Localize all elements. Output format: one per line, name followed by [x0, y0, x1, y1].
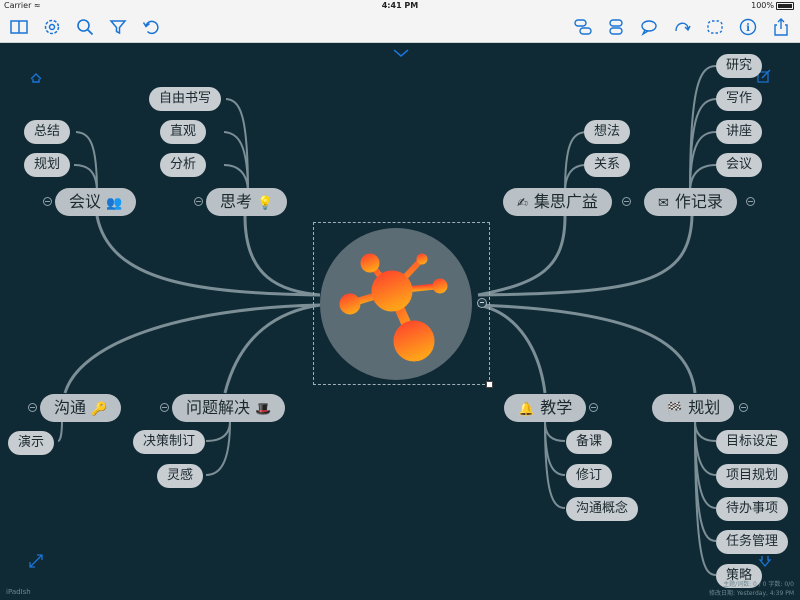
toolbar: i: [0, 12, 800, 43]
subtopic[interactable]: 备课: [566, 430, 613, 454]
up-arrow-icon[interactable]: [28, 70, 44, 86]
subtopic[interactable]: 会议: [716, 153, 763, 177]
subtopic[interactable]: 自由书写: [149, 87, 222, 111]
subtopic[interactable]: 项目规划: [716, 464, 789, 488]
collapse-toggle-sikao[interactable]: [194, 197, 203, 206]
hat-icon: 🎩: [255, 402, 272, 417]
key-icon: 🔑: [91, 402, 108, 417]
footer-modified-line: 修改日期: Yesterday, 4:39 PM: [708, 590, 794, 597]
battery-indicator: 100%: [751, 1, 794, 10]
flag-icon: 🏁: [666, 402, 683, 417]
topic-label: 会议: [69, 192, 102, 211]
undo-icon[interactable]: [140, 16, 162, 38]
footer-stats-line: 主题/词数: 0 / 0 字数: 0/0: [723, 581, 794, 588]
central-topic-logo: [339, 253, 448, 362]
collapse-toggle-zuojilu[interactable]: [746, 197, 755, 206]
subtopic[interactable]: 演示: [8, 431, 55, 455]
subtopic[interactable]: 修订: [566, 464, 613, 488]
carrier-label: Carrier ≈: [4, 1, 41, 10]
status-time: 4:41 PM: [381, 1, 419, 10]
chevron-down-icon[interactable]: [392, 48, 410, 58]
subtopic[interactable]: 灵感: [157, 464, 204, 488]
collapse-toggle-guihua[interactable]: [739, 403, 748, 412]
svg-text:i: i: [746, 23, 750, 34]
edit-icon[interactable]: [756, 68, 772, 84]
connector-lines: [57, 65, 717, 576]
subtopic[interactable]: 研究: [716, 54, 763, 78]
subtopic[interactable]: 写作: [716, 87, 763, 111]
central-topic-selection[interactable]: [313, 222, 490, 385]
share-icon[interactable]: [770, 16, 792, 38]
subtopic-icon[interactable]: [605, 16, 627, 38]
topic-sikao[interactable]: 思考 💡: [206, 188, 288, 216]
collapse-toggle-huiyi[interactable]: [43, 197, 52, 206]
topic-goutong[interactable]: 沟通 🔑: [40, 394, 122, 422]
collapse-toggle-goutong[interactable]: [28, 403, 37, 412]
resize-handle[interactable]: [486, 381, 493, 388]
topic-label: 作记录: [674, 192, 723, 211]
topic-label: 教学: [540, 398, 573, 417]
filter-icon[interactable]: [107, 16, 129, 38]
footer-left-label: iPadIsh: [6, 588, 31, 596]
bell-icon: 🔔: [518, 402, 535, 417]
topic-label: 集思广益: [533, 192, 598, 211]
topic-label: 沟通: [54, 398, 87, 417]
topic-zuojilu[interactable]: ✉ 作记录: [644, 188, 737, 216]
topic-jiaoxue[interactable]: 🔔 教学: [504, 394, 587, 422]
collapse-toggle-jiaoxue[interactable]: [589, 403, 598, 412]
topic-label: 规划: [688, 398, 721, 417]
center-collapse-toggle[interactable]: [477, 298, 487, 308]
subtopic[interactable]: 目标设定: [716, 430, 789, 454]
battery-icon: [776, 1, 794, 10]
search-icon[interactable]: [74, 16, 96, 38]
relationship-icon[interactable]: [671, 16, 693, 38]
topic-label: 思考: [220, 192, 253, 211]
boundary-icon[interactable]: [704, 16, 726, 38]
topic-wenti[interactable]: 问题解决 🎩: [172, 394, 286, 422]
down-arrow-icon[interactable]: [757, 553, 773, 569]
topic-jisi[interactable]: ✍ 集思广益: [503, 188, 612, 216]
envelope-icon: ✉: [658, 196, 669, 211]
topic-guihua[interactable]: 🏁 规划: [652, 394, 735, 422]
subtopic[interactable]: 规划: [24, 153, 71, 177]
topic-label: 问题解决: [186, 398, 251, 417]
pen-icon: ✍: [517, 196, 528, 211]
subtopic[interactable]: 关系: [584, 153, 631, 177]
subtopic[interactable]: 想法: [584, 120, 631, 144]
lightbulb-icon: 💡: [257, 196, 274, 211]
subtopic[interactable]: 策略: [716, 564, 763, 588]
subtopic[interactable]: 分析: [160, 153, 207, 177]
status-bar: Carrier ≈ 4:41 PM 100%: [0, 0, 800, 12]
collapse-toggle-jisi[interactable]: [622, 197, 631, 206]
subtopic[interactable]: 直观: [160, 120, 207, 144]
info-icon[interactable]: i: [737, 16, 759, 38]
footer-stats: 主题/词数: 0 / 0 字数: 0/0 修改日期: Yesterday, 4:…: [709, 580, 794, 598]
subtopic[interactable]: 沟通概念: [566, 497, 639, 521]
topic-huiyi[interactable]: 会议 👥: [55, 188, 137, 216]
fullscreen-icon[interactable]: [28, 553, 44, 569]
book-icon[interactable]: [8, 16, 30, 38]
people-icon: 👥: [106, 196, 123, 211]
topic-icon[interactable]: [572, 16, 594, 38]
gear-icon[interactable]: [41, 16, 63, 38]
collapse-toggle-wenti[interactable]: [160, 403, 169, 412]
subtopic[interactable]: 讲座: [716, 120, 763, 144]
subtopic[interactable]: 决策制订: [133, 430, 206, 454]
subtopic[interactable]: 任务管理: [716, 530, 789, 554]
mindmap-canvas[interactable]: 会议 👥 总结 规划 思考 💡 自由书写 直观 分析 ✍ 集思广益 想法 关系 ✉ 作记…: [0, 43, 800, 600]
subtopic[interactable]: 总结: [24, 120, 71, 144]
subtopic[interactable]: 待办事项: [716, 497, 789, 521]
callout-icon[interactable]: [638, 16, 660, 38]
